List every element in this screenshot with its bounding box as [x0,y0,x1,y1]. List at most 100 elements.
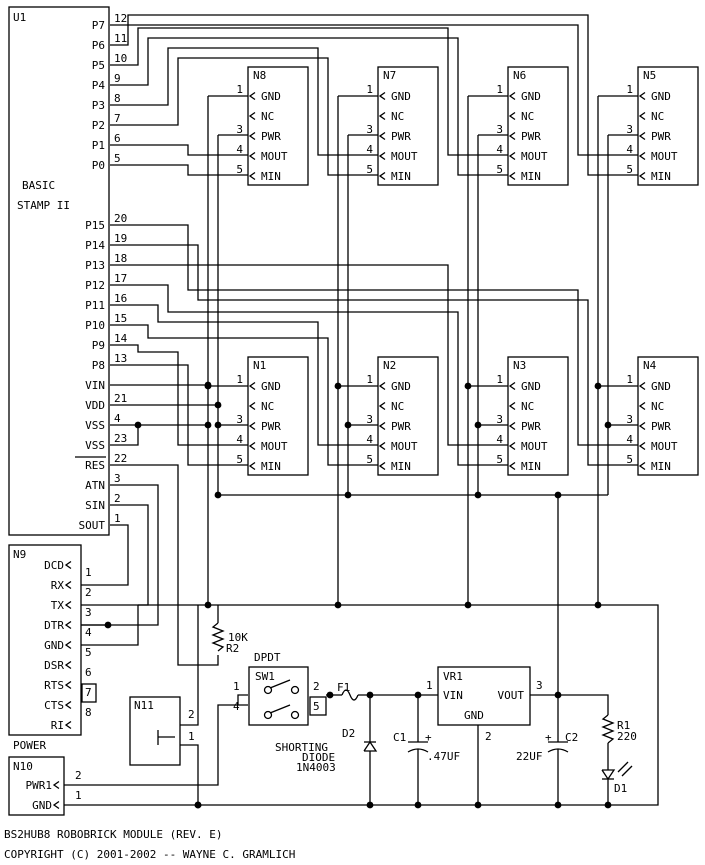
n11-body [129,696,181,766]
header-pin-name: MOUT [261,150,288,163]
junction-dot [204,381,212,389]
header-ref: N2 [383,359,396,372]
header-pin-num: 4 [496,143,503,156]
header-pin-name: MIN [261,460,281,473]
header-pin-num: 3 [366,123,373,136]
header-pin-num: 5 [626,163,633,176]
junction-dot [104,621,112,629]
wire-p3 [110,47,388,156]
header-pin-num: 3 [626,413,633,426]
pin-arrow [64,700,72,710]
header-pin-num: 3 [236,413,243,426]
u1-pin-num: 15 [114,312,127,325]
pin-arrow [508,401,516,411]
wire-sout [60,524,129,586]
header-pin-name: MIN [521,460,541,473]
n10-pin-name: PWR1 [26,779,53,792]
u1-pin-name: SIN [85,499,105,512]
vr1-gnd: GND [464,709,484,722]
sw1-pin-2: 2 [313,680,320,693]
n9-pin-name: GND [44,639,64,652]
header-pin-name: NC [261,400,274,413]
pin-arrow [248,91,256,101]
n10-pin-name: GND [32,799,52,812]
sw1-contact [290,710,300,720]
header-pin-name: MIN [651,170,671,183]
u1-pin-num: 13 [114,352,127,365]
d2-diode [363,740,378,752]
vr1-pin-gnd: 2 [485,730,492,743]
header-ref: N4 [643,359,657,372]
header-pin-num: 3 [496,123,503,136]
pin-arrow [378,401,386,411]
pin-arrow [378,461,386,471]
pin-arrow [638,91,646,101]
header-pin-name: MOUT [391,440,418,453]
header-pin-name: MIN [391,460,411,473]
n11-pin-b: 1 [188,730,195,743]
pin-arrow [64,560,72,570]
header-body [507,356,569,476]
u1-pin-name: P1 [92,139,105,152]
junction-dot [604,421,612,429]
u1-pin-num: 12 [114,12,127,25]
pin-arrow [64,620,72,630]
u1-pin-num: 10 [114,52,127,65]
pin-arrow [638,381,646,391]
u1-pin-name: ATN [85,479,105,492]
r2-ref: R2 [226,642,239,655]
pin-arrow [248,171,256,181]
n10-pin-num: 2 [75,769,82,782]
wire-p15 [110,224,648,446]
header-pin-num: 5 [366,163,373,176]
u1-pin-num: 11 [114,32,127,45]
header-pin-num: 1 [626,83,633,96]
u1-pin-name: P15 [85,219,105,232]
header-ref: N1 [253,359,266,372]
c1-plus: + [425,731,432,744]
u1-pin-num: 17 [114,272,127,285]
junction-dot [474,801,482,809]
vr1-vout: VOUT [498,689,525,702]
header-ref: N8 [253,69,266,82]
header-pin-name: GND [261,90,281,103]
header-ref: N3 [513,359,526,372]
n9-pin-name: DCD [44,559,64,572]
d2-desc1: SHORTING [275,741,328,754]
n9-pin-name: DSR [44,659,64,672]
n9-pin-num: 3 [85,606,92,619]
wire-p7 [110,24,648,156]
junction-dot [326,691,334,699]
header-pin-num: 3 [236,123,243,136]
pin-arrow [508,421,516,431]
wire-sw1-tie [237,694,248,705]
n9-pin-num: 5 [85,646,92,659]
header-pin-num: 4 [366,143,373,156]
header-pin-num: 5 [626,453,633,466]
junction-dot [214,421,222,429]
u1-pin-num: 5 [114,152,121,165]
u1-pin-num: 1 [114,512,121,525]
pin-arrow [52,800,60,810]
header-pin-name: NC [651,400,664,413]
header-pin-num: 4 [496,433,503,446]
u1-name-line1: BASIC [22,179,55,192]
header-pin-name: PWR [261,130,281,143]
d1-ray [617,761,629,773]
u1-pin-name: VSS [85,439,105,452]
pin-arrow [248,381,256,391]
r1-value: 220 [617,730,637,743]
schematic-wires [60,14,659,806]
u1-pin-num: 16 [114,292,127,305]
n9-pin-name: DTR [44,619,64,632]
pin-arrow [378,171,386,181]
pin-arrow [638,421,646,431]
sw1-blade [269,704,291,714]
header-body [637,66,699,186]
pin-arrow [64,600,72,610]
header-pin-name: GND [391,90,411,103]
header-pin-name: MOUT [651,440,678,453]
u1-pin-name: SOUT [79,519,106,532]
